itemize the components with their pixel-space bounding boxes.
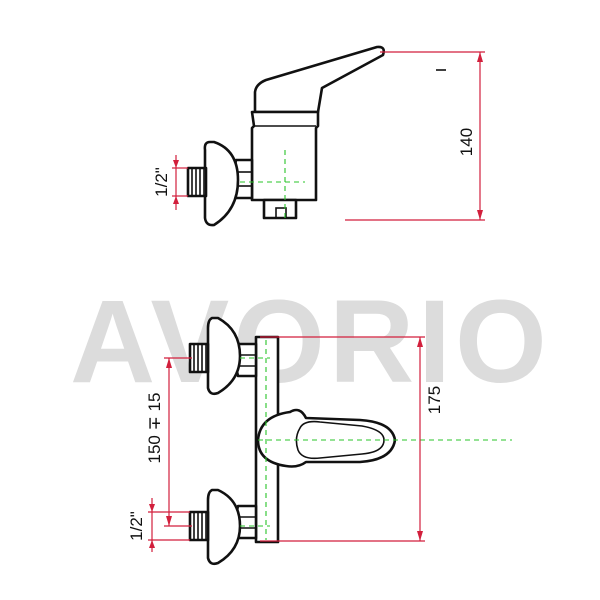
front-thread-label: 1/2"	[127, 511, 146, 541]
side-thread-label: 1/2"	[152, 167, 171, 197]
front-height-label: 175	[425, 386, 444, 414]
front-spacing-label: 150 ∓ 15	[145, 393, 164, 464]
front-lever-inner	[295, 420, 385, 460]
front-top-thread-lines	[193, 344, 207, 372]
side-height-dimension	[345, 51, 485, 221]
front-bottom-thread-lines	[193, 512, 207, 540]
side-thread-lines	[191, 168, 205, 196]
side-centerlines	[240, 150, 305, 220]
watermark-logo: AVORIO	[70, 276, 551, 408]
front-spacing-dimension	[164, 357, 192, 527]
side-height-label: 140	[457, 128, 476, 156]
side-view: 140 1/2"	[152, 45, 485, 227]
front-bottom-rosette	[206, 488, 242, 566]
side-outlet-nozzle	[262, 198, 298, 220]
side-wall-rosette	[203, 140, 240, 227]
side-thread-dimension	[172, 155, 188, 210]
front-centerlines	[240, 340, 512, 540]
front-top-rosette	[206, 316, 242, 396]
side-lever-handle	[253, 45, 386, 114]
side-cartridge-body	[250, 110, 320, 202]
front-height-dimension	[260, 336, 425, 542]
side-outlet-slot	[275, 207, 287, 219]
front-thread-dimension	[148, 498, 190, 552]
front-view: 175 150 ∓ 15 1/2"	[127, 316, 512, 566]
